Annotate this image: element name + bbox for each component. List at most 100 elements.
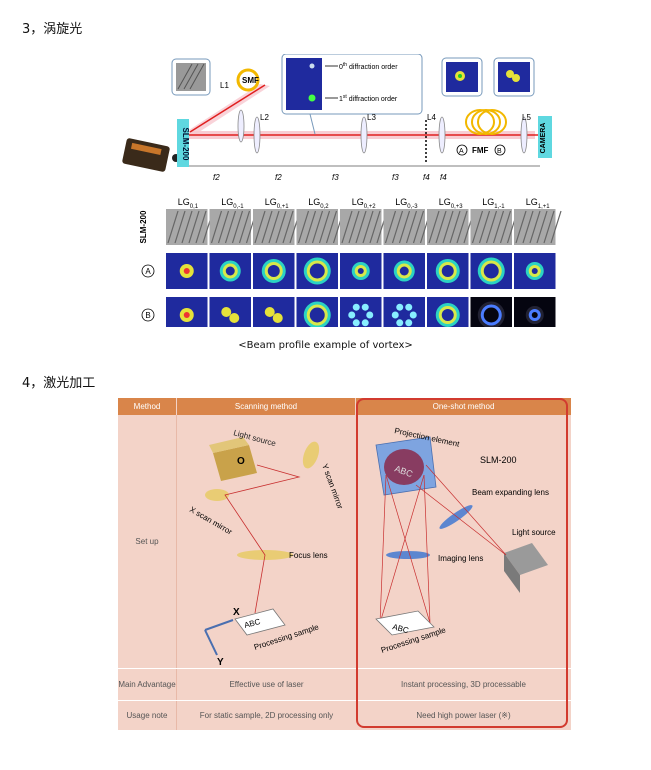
lens-l1 (237, 109, 245, 143)
scanning-usage: For static sample, 2D processing only (199, 711, 334, 720)
camera-label: CAMERA (540, 123, 547, 154)
beam-profile-cell (470, 253, 512, 289)
first-order-label: diffraction order (347, 96, 398, 103)
focal-label: f2 (275, 173, 282, 182)
axis-y-label: Y (217, 657, 224, 668)
section-3-heading: 3，涡旋光 (22, 22, 83, 37)
mode-column-header: LG0,+2 (352, 197, 377, 210)
lens-l5-label: L5 (522, 113, 531, 122)
oneshot-advantage: Instant processing, 3D processable (401, 680, 526, 689)
fmf-label: FMF (472, 146, 489, 155)
hologram-cell (340, 209, 388, 245)
lens-l4-label: L4 (427, 113, 436, 122)
header-method: Method (118, 398, 176, 415)
beam-profile-cell (514, 253, 556, 289)
lens-l1-label: L1 (220, 81, 229, 90)
svg-text:O: O (237, 456, 245, 467)
beam-profile-cell (340, 253, 382, 289)
first-order-sup: st (343, 94, 348, 100)
beam-profile-cell (166, 253, 208, 289)
row-label-point: B (145, 311, 150, 320)
row-label-advantage: Main Advantage (118, 680, 176, 689)
point-b-label: B (497, 148, 502, 155)
fmf-coil (465, 109, 507, 135)
hologram-cell (296, 209, 345, 245)
beam-profile-cell (296, 297, 338, 327)
scanning-setup-diagram: O Light source Y scan mirror X scan mirr… (188, 428, 345, 668)
mode-column-header: LG1,-1 (482, 197, 505, 210)
mode-column-header: LG1,+1 (526, 197, 551, 210)
lens-l2 (253, 116, 261, 154)
beam-profile-cell (340, 297, 382, 327)
smf-coil (236, 68, 260, 92)
beam-profile-grid: LG0,1 LG0,-1 LG0,+1 LG0,2 LG0,+2 LG0,-3 LG0,+3… (139, 197, 562, 327)
beam-profile-cell (253, 297, 295, 327)
row-label-slm: SLM-200 (139, 210, 148, 243)
hologram-cell (427, 209, 475, 245)
focal-label: f2 (213, 173, 220, 182)
focal-label: f4 (423, 173, 430, 182)
focal-label: f3 (392, 173, 399, 182)
svg-text:1st diffraction order: 1st diffraction order (339, 94, 398, 103)
lens-l2-label: L2 (260, 113, 269, 122)
header-scanning: Scanning method (177, 398, 355, 415)
y-scan-label: Y scan mirror (320, 463, 345, 511)
oneshot-sample-text: ABC (391, 622, 409, 635)
first-order-number: 1 (339, 96, 343, 103)
lens-l3-label: L3 (367, 113, 376, 122)
row-label-point: A (145, 267, 151, 276)
focal-label: f3 (332, 173, 339, 182)
beam-profile-cell (470, 297, 512, 327)
beam-profile-cell (383, 253, 425, 289)
zero-order-label: diffraction order (347, 64, 398, 71)
slm-label: SLM-200 (480, 455, 517, 465)
oneshot-setup-diagram: ABC Projection element SLM-200 Beam expa… (375, 426, 556, 655)
mode-column-header: LG0,+3 (439, 197, 464, 210)
point-a-label: A (459, 148, 464, 155)
slm-bar-label: SLM-200 (181, 128, 190, 161)
slm-bar (177, 119, 189, 167)
focus-lens-label: Focus lens (289, 551, 328, 560)
row-label-usage: Usage note (126, 711, 168, 720)
scanning-advantage: Effective use of laser (229, 680, 304, 689)
beam-profile-cell (166, 297, 208, 327)
vortex-setup-diagram: SLM-200 SMF 0th diffraction order 1st di… (122, 54, 552, 182)
focal-label: f4 (440, 173, 447, 182)
svg-text:0th diffraction order: 0th diffraction order (339, 62, 398, 71)
slm-device-photo (122, 138, 180, 172)
mode-column-header: LG0,1 (178, 197, 199, 210)
oneshot-usage: Need high power laser (※) (416, 711, 511, 720)
hologram-cell (514, 209, 562, 245)
imaging-lens-label: Imaging lens (438, 554, 483, 563)
hologram-cell (166, 209, 214, 245)
lens-l3 (360, 116, 368, 154)
light-source-label-oneshot: Light source (512, 528, 556, 537)
mode-column-header: LG0,-3 (395, 197, 418, 210)
section-4-heading: 4，激光加工 (22, 376, 96, 391)
hologram-cell (383, 209, 432, 245)
header-oneshot: One-shot method (356, 398, 571, 415)
beam-profile-cell (514, 297, 556, 327)
axis-x-label: X (233, 607, 240, 618)
figure-caption: <Beam profile example of vortex> (238, 340, 413, 351)
beam-expanding-label: Beam expanding lens (472, 488, 549, 497)
beam-profile-cell (209, 297, 251, 327)
hologram-cell (470, 209, 519, 245)
zero-order-sup: th (343, 62, 347, 68)
mode-column-header: LG0,2 (308, 197, 329, 210)
beam-profile-cell (296, 253, 338, 289)
laser-processing-table: Method Scanning method One-shot method S… (118, 398, 571, 730)
beam-profile-cell (427, 253, 469, 289)
zero-order-number: 0 (339, 64, 343, 71)
mode-column-header: LG0,-1 (221, 197, 244, 210)
x-scan-label: X scan mirror (188, 505, 234, 537)
camera-bar (538, 116, 552, 158)
smf-label: SMF (242, 76, 259, 85)
lens-l4 (438, 116, 446, 154)
beam-profile-cell (209, 253, 251, 289)
mode-column-header: LG0,+1 (265, 197, 290, 210)
row-label-setup: Set up (135, 537, 159, 546)
beam-profile-cell (383, 297, 425, 327)
oneshot-highlight (356, 398, 568, 728)
beam-profile-cell (427, 297, 469, 327)
